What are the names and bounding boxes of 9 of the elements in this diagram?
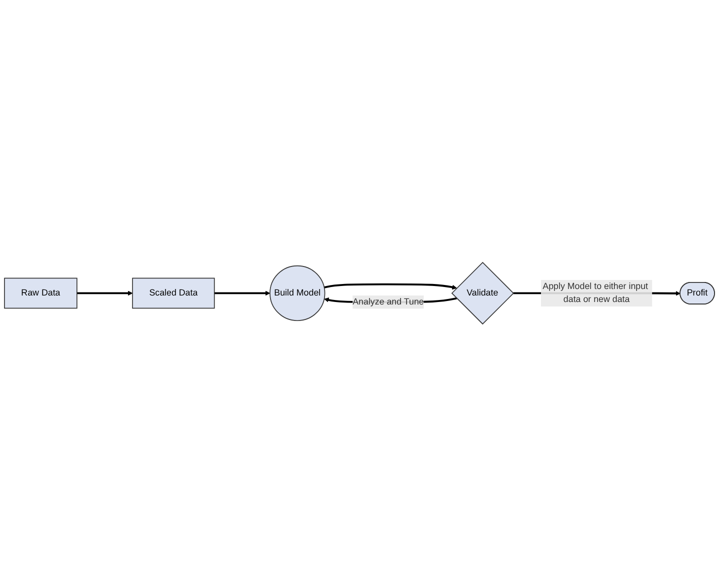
arrow [324,283,457,290]
arrow [214,290,270,296]
edge-label: Apply Model to either input data or new data [542,281,648,304]
node-box: Scaled Data [132,278,215,308]
node-diamond: Validate [451,262,514,324]
node-circle: Build Model [270,265,326,321]
arrow [76,290,133,296]
edge-label: Analyze and Tune [352,296,424,306]
node-box: Raw Data [4,278,78,308]
